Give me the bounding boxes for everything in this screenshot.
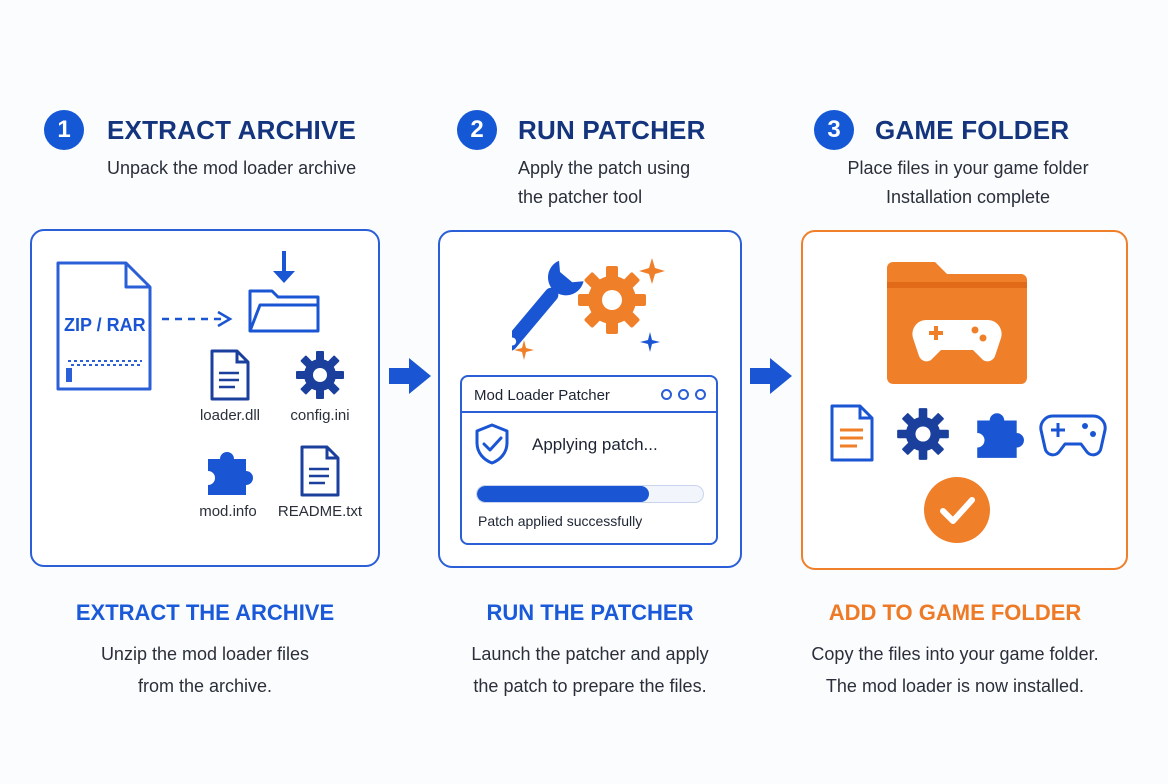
status-text: Applying patch... <box>532 435 658 454</box>
step-number: 1 <box>57 116 71 143</box>
step-number: 3 <box>827 116 841 143</box>
gear-icon <box>296 351 344 399</box>
step-title: GAME FOLDER <box>875 115 1070 145</box>
step-subtitle-line: the patcher tool <box>518 187 643 207</box>
file-name: loader.dll <box>199 407 261 424</box>
step-caption: ADD TO GAME FOLDER Copy the files into y… <box>790 600 1120 702</box>
shield-check-icon <box>474 423 510 470</box>
caption-line: the patch to prepare the files. <box>473 676 707 696</box>
gamepad-icon <box>1039 412 1107 465</box>
arrow-right-icon <box>387 356 433 401</box>
step-subtitle: Place files in your game folder Installa… <box>828 154 1108 212</box>
download-folder-icon <box>246 249 322 340</box>
step-subtitle-line: Place files in your game folder <box>847 158 1089 178</box>
window-minimize-button[interactable] <box>661 389 672 400</box>
caption-line: from the archive. <box>137 676 273 696</box>
puzzle-icon <box>208 452 253 495</box>
step-number: 2 <box>470 116 484 143</box>
caption-description: Unzip the mod loader files from the arch… <box>101 638 309 702</box>
step-number-badge: 3 <box>814 110 854 150</box>
file-item: loader.dll <box>190 349 270 424</box>
gear-icon <box>895 406 951 467</box>
caption-description: Launch the patcher and apply the patch t… <box>471 638 708 702</box>
caption-title: EXTRACT THE ARCHIVE <box>75 600 335 625</box>
caption-line: Launch the patcher and apply <box>471 644 709 664</box>
checkmark-circle-icon <box>923 476 991 549</box>
caption-line: The mod loader is now installed. <box>825 676 1085 696</box>
step-number-badge: 2 <box>457 110 497 150</box>
step-caption: RUN THE PATCHER Launch the patcher and a… <box>420 600 760 702</box>
puzzle-icon <box>971 406 1025 465</box>
patcher-window: Mod Loader Patcher Applying patch... Pat… <box>460 375 718 545</box>
file-name: README.txt <box>277 503 363 520</box>
arrow-right-icon <box>748 356 794 401</box>
step-subtitle-line: Apply the patch using <box>518 158 691 178</box>
step-caption: EXTRACT THE ARCHIVE Unzip the mod loader… <box>30 600 380 702</box>
caption-description: Copy the files into your game folder. Th… <box>811 638 1098 702</box>
document-icon <box>300 445 340 497</box>
archive-file-icon: ZIP / RAR <box>54 261 154 393</box>
window-close-button[interactable] <box>695 389 706 400</box>
game-folder-panel <box>801 230 1128 570</box>
archive-label: ZIP / RAR <box>64 315 146 335</box>
file-name: config.ini <box>290 407 350 424</box>
window-titlebar-divider <box>462 411 716 413</box>
window-maximize-button[interactable] <box>678 389 689 400</box>
extract-panel: ZIP / RAR loader.dll <box>30 229 380 567</box>
dashed-arrow-icon <box>160 309 236 334</box>
game-folder-icon <box>885 260 1029 391</box>
step-subtitle-line: Installation complete <box>885 187 1051 207</box>
progress-bar <box>476 485 704 503</box>
result-text: Patch applied successfully <box>478 513 643 529</box>
window-title: Mod Loader Patcher <box>474 387 610 404</box>
file-name: mod.info <box>199 503 257 520</box>
step-title: RUN PATCHER <box>518 115 706 145</box>
step-title: EXTRACT ARCHIVE <box>107 115 357 145</box>
caption-title: ADD TO GAME FOLDER <box>828 600 1082 625</box>
caption-title: RUN THE PATCHER <box>486 600 694 625</box>
caption-line: Unzip the mod loader files <box>100 644 310 664</box>
file-item: README.txt <box>270 445 370 520</box>
file-item: config.ini <box>280 349 360 424</box>
step-subtitle-line: Unpack the mod loader archive <box>107 158 357 178</box>
step-subtitle: Apply the patch using the patcher tool <box>518 154 690 212</box>
file-item: mod.info <box>188 445 268 520</box>
step-subtitle: Unpack the mod loader archive <box>107 154 356 183</box>
document-icon <box>210 349 250 401</box>
window-controls <box>661 389 706 400</box>
caption-line: Copy the files into your game folder. <box>811 644 1099 664</box>
step-number-badge: 1 <box>44 110 84 150</box>
patcher-panel: Mod Loader Patcher Applying patch... Pat… <box>438 230 742 568</box>
document-icon <box>829 404 875 467</box>
progress-fill <box>477 486 649 502</box>
wrench-gear-icon <box>503 254 672 371</box>
